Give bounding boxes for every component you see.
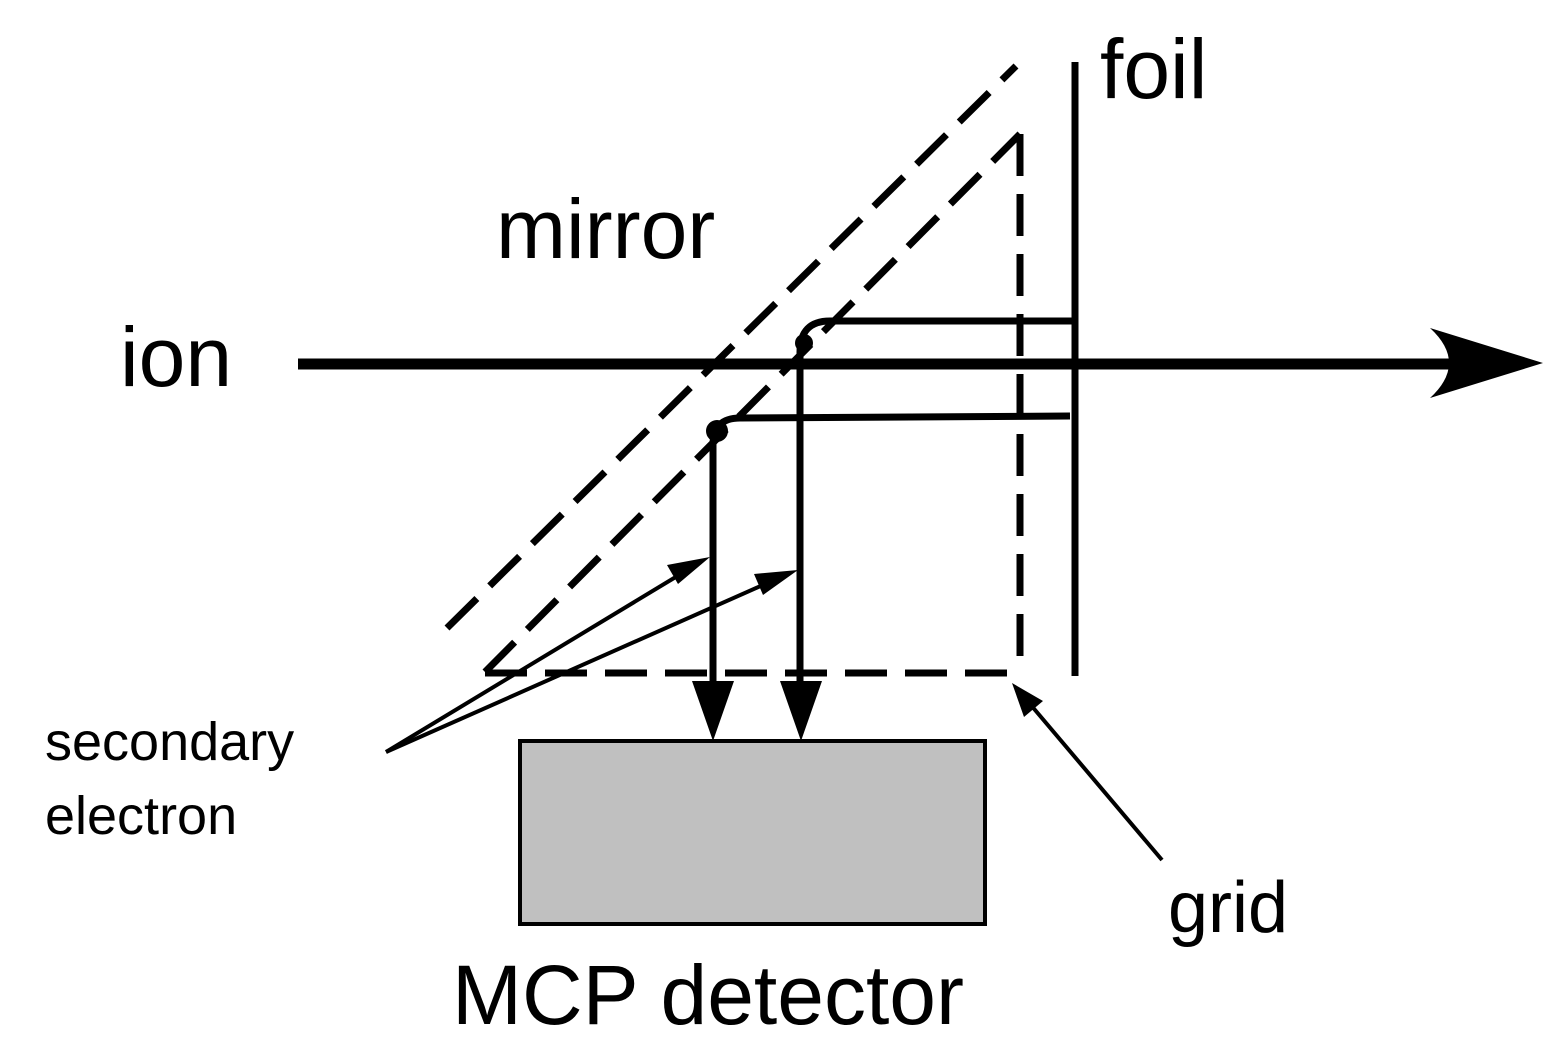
label-electron: electron (45, 786, 237, 846)
pointer-arrowhead-lower (667, 557, 710, 584)
electron-path-upper (796, 317, 1072, 685)
label-secondary: secondary (45, 712, 294, 772)
label-ion: ion (120, 310, 232, 404)
label-mcp-detector: MCP detector (452, 948, 964, 1042)
mcp-detector-box (518, 739, 987, 926)
mirror-inner-plane (482, 131, 1023, 675)
label-grid: grid (1168, 868, 1288, 948)
electron-arrowhead-upper (780, 681, 822, 741)
pointer-arrowhead-upper (754, 570, 798, 595)
label-mirror: mirror (496, 182, 715, 276)
pointer-line-lower (384, 570, 686, 754)
pointer-line-grid (1028, 702, 1164, 862)
pointer-line-upper (385, 579, 773, 754)
electron-arrowhead-lower (692, 681, 734, 741)
label-foil: foil (1100, 22, 1207, 116)
mirror-outer-plane (444, 63, 1019, 631)
electron-path-lower (709, 412, 1071, 685)
electron-origin-lower (706, 420, 728, 442)
pointer-arrowhead-grid (1012, 683, 1043, 717)
electron-origin-upper (795, 334, 813, 352)
ion-arrowhead (1430, 328, 1543, 398)
